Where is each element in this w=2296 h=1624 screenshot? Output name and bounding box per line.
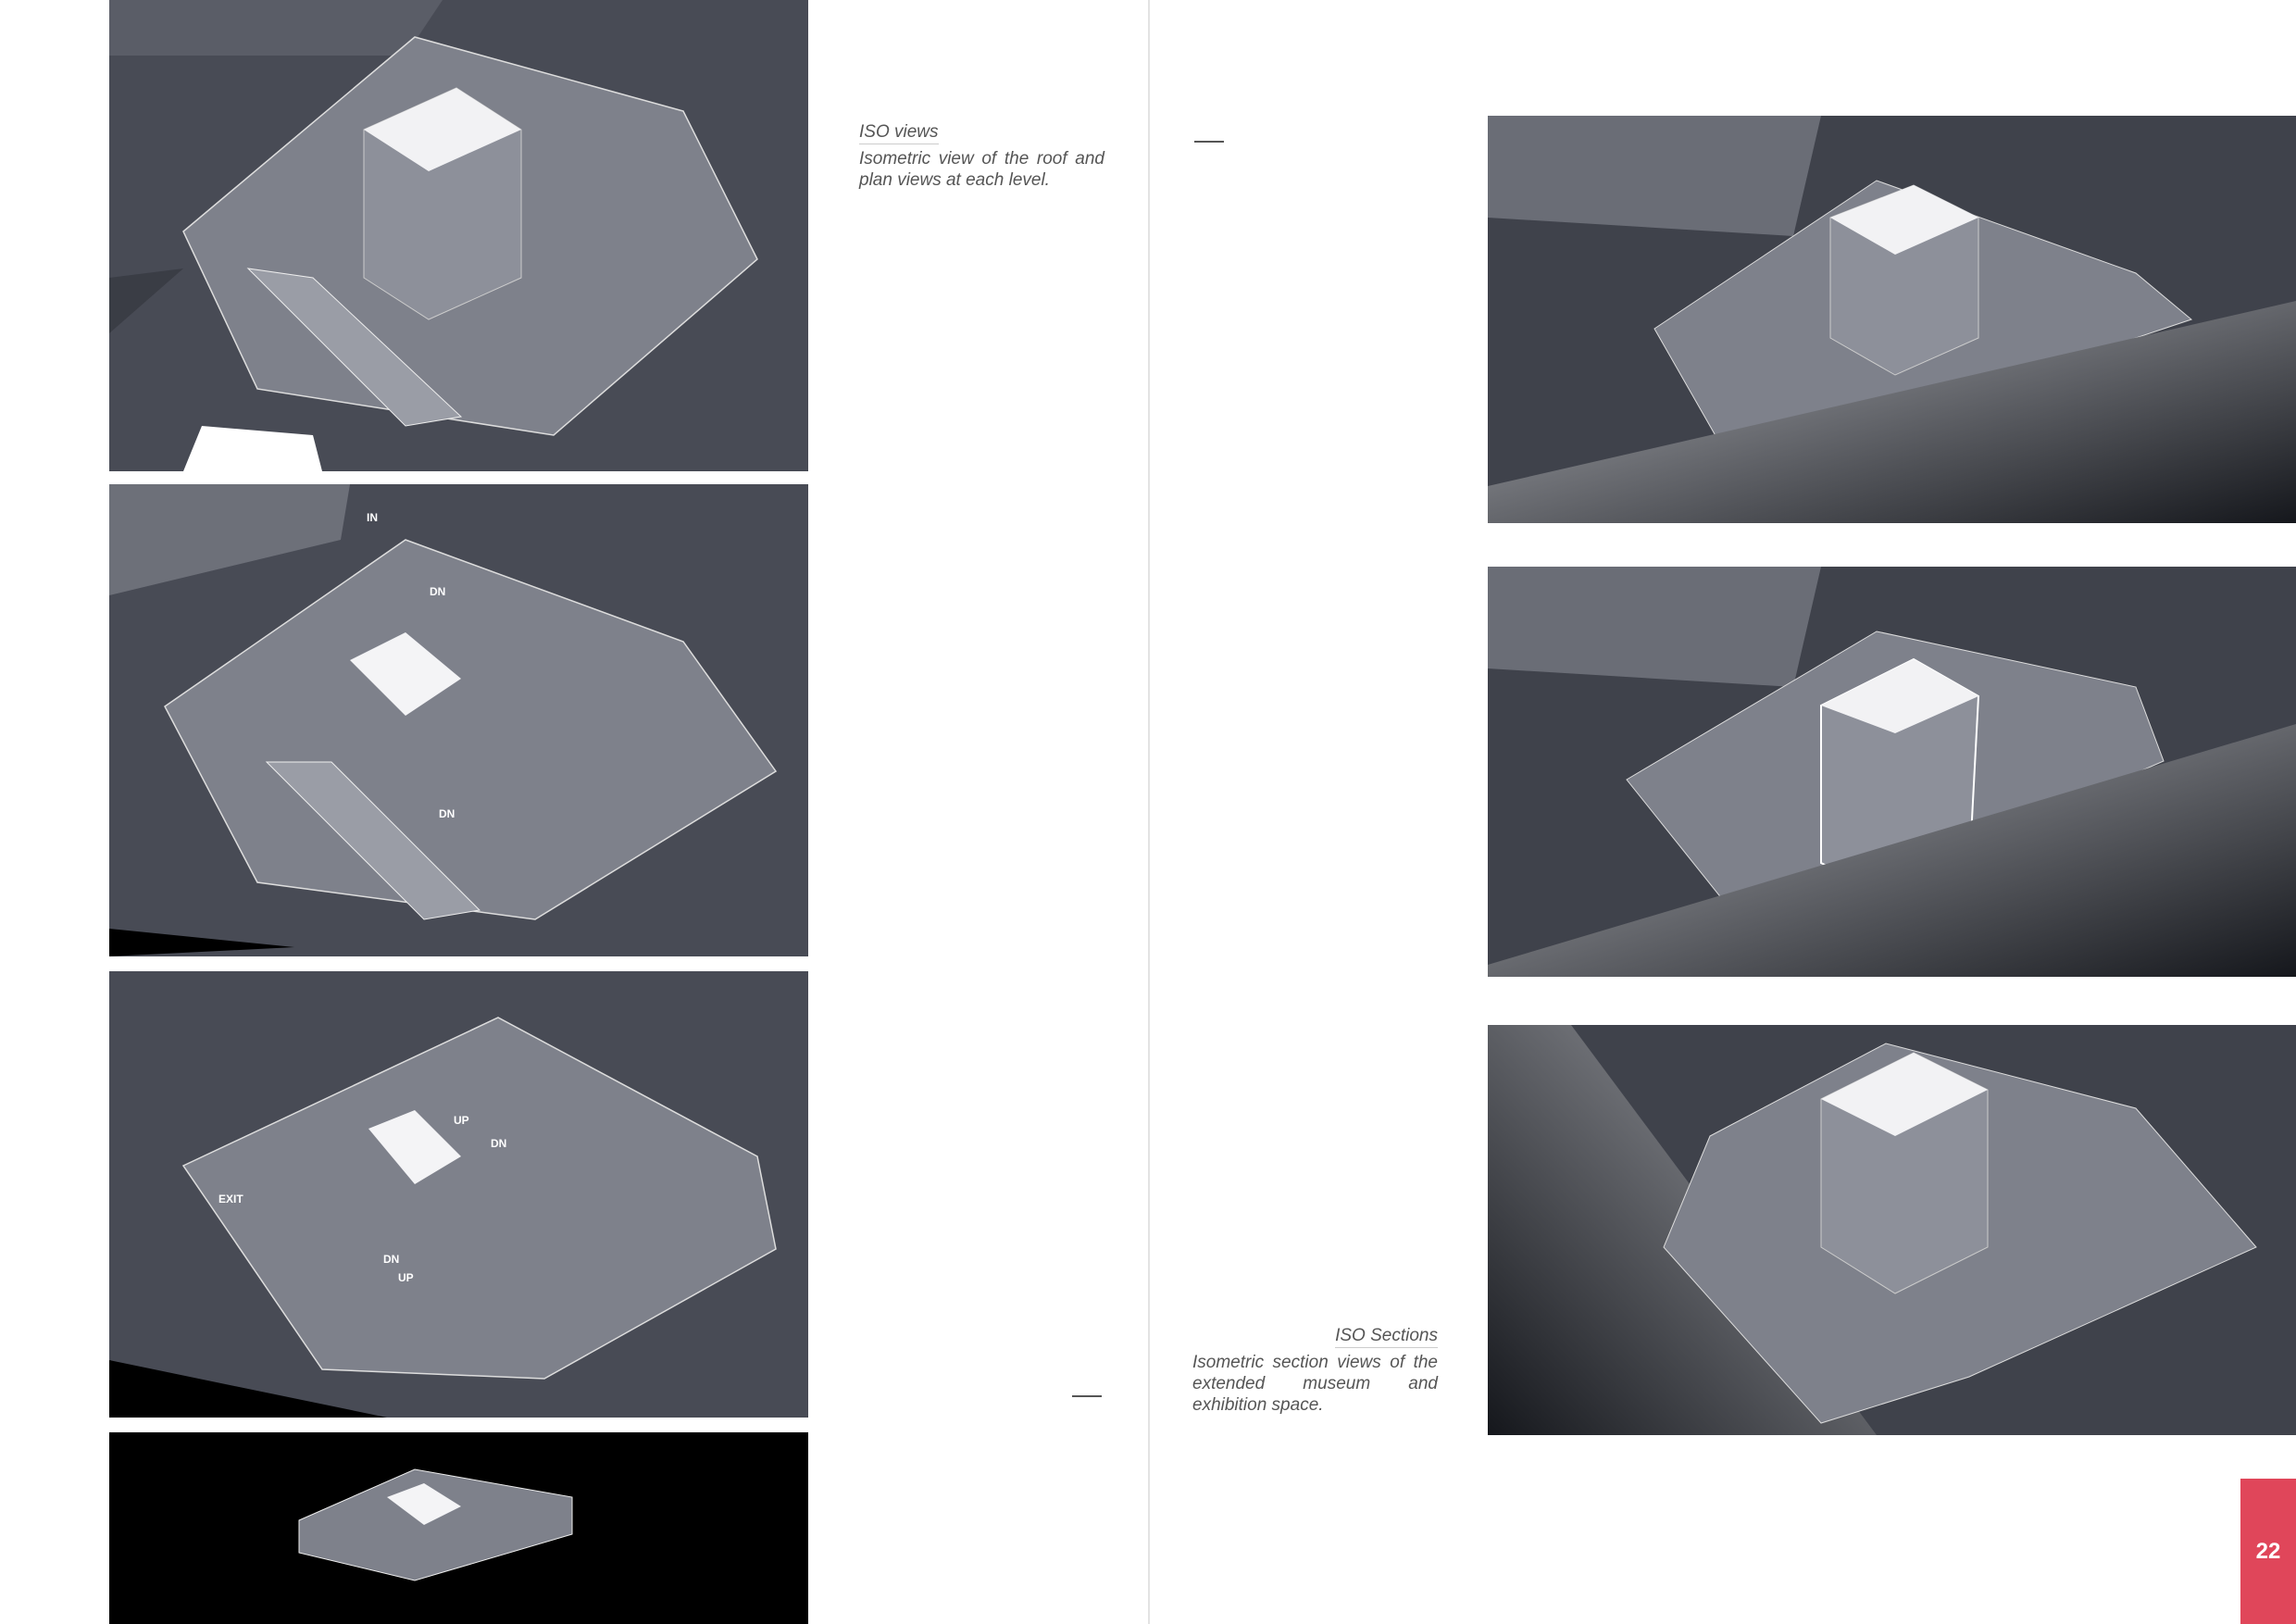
label-up: UP [454,1114,469,1127]
iso-section-3 [1488,1025,2296,1435]
iso-sections-title: ISO Sections [1335,1326,1438,1348]
divider-dash [1194,141,1224,143]
page-number: 22 [2240,1479,2296,1624]
iso-views-title: ISO views [859,122,939,144]
iso-views-description: Isometric view of the roof and plan view… [859,149,1104,190]
iso-plan-basement [109,1432,808,1624]
label-dn: DN [491,1137,506,1150]
iso-plan-level-1: IN DN DN [109,484,808,956]
label-in: IN [367,511,378,524]
label-dn: DN [430,585,445,598]
divider-dash [1072,1395,1102,1397]
label-dn: DN [383,1253,399,1266]
iso-section-1 [1488,116,2296,523]
iso-roof-view [109,0,808,471]
iso-sections-description: Isometric section views of the extended … [1192,1353,1438,1415]
label-up: UP [398,1271,414,1284]
label-exit: EXIT [218,1193,243,1206]
label-dn: DN [439,807,455,820]
page-gutter [1148,0,1150,1624]
iso-plan-level-2: UP DN EXIT DN UP [109,971,808,1418]
iso-section-2 [1488,567,2296,977]
